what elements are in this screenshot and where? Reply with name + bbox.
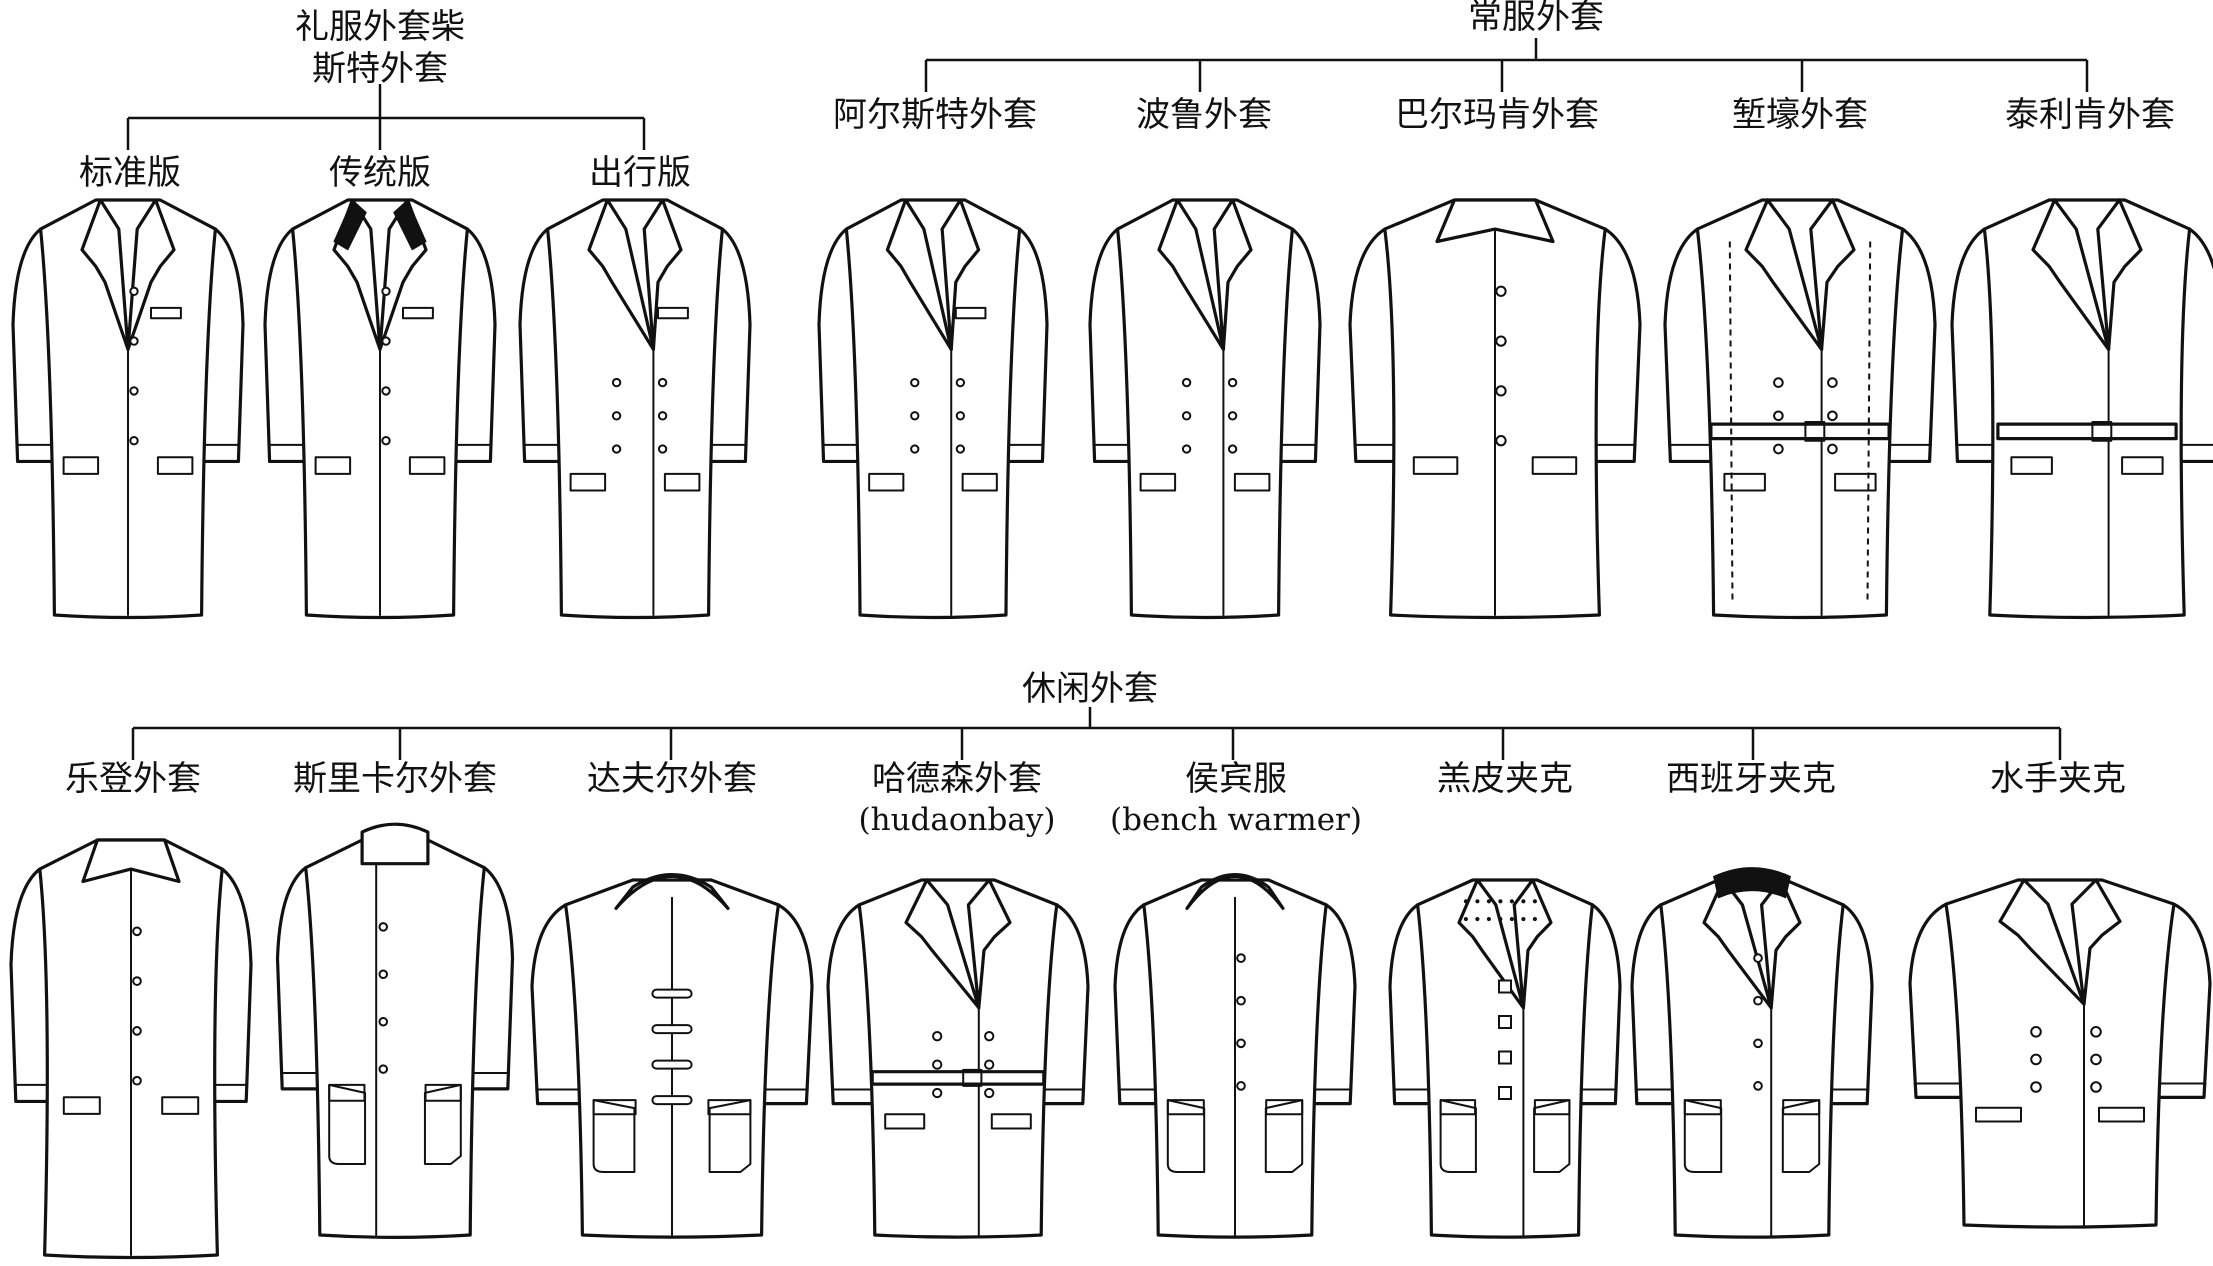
label-trench: 堑壕外套 bbox=[1732, 95, 1868, 135]
formal-group-title-line1: 礼服外套柴 bbox=[295, 7, 465, 47]
regular-connector bbox=[924, 38, 2089, 92]
label-hudson-sub: (hudaonbay) bbox=[859, 802, 1056, 838]
coat-illustrations bbox=[9, 198, 2213, 1260]
coat-polo-drawing bbox=[1088, 198, 1322, 620]
label-traditional: 传统版 bbox=[329, 153, 431, 193]
coat-loden-drawing bbox=[9, 838, 253, 1260]
coat-double-drawing bbox=[518, 198, 752, 620]
coat-duffle-drawing bbox=[530, 873, 814, 1239]
label-duffle: 达夫尔外套 bbox=[587, 759, 757, 799]
label-loden: 乐登外套 bbox=[65, 759, 201, 799]
label-ulster: 阿尔斯特外套 bbox=[833, 95, 1037, 135]
label-bench-warmer: 侯宾服 bbox=[1185, 759, 1287, 799]
label-travel: 出行版 bbox=[589, 153, 691, 193]
regular-group-title: 常服外套 bbox=[1468, 0, 1604, 37]
coat-single-drawing bbox=[11, 198, 245, 620]
label-hudson: 哈德森外套 bbox=[872, 759, 1042, 799]
coat-lambskin-drawing bbox=[1388, 878, 1622, 1239]
label-polo: 波鲁外套 bbox=[1136, 95, 1272, 135]
label-peacoat: 水手夹克 bbox=[1990, 759, 2126, 799]
coat-trench-drawing bbox=[1663, 198, 1937, 620]
coat-spanish-drawing bbox=[1630, 867, 1874, 1239]
formal-connector bbox=[126, 84, 646, 150]
label-stand-collar: 斯里卡尔外套 bbox=[293, 759, 497, 799]
label-standard: 标准版 bbox=[79, 153, 181, 193]
label-balmacaan: 巴尔玛肯外套 bbox=[1395, 95, 1599, 135]
coat-stand-drawing bbox=[275, 822, 515, 1239]
coat-velvet-drawing bbox=[263, 198, 497, 620]
coat-tielocken-drawing bbox=[1950, 198, 2213, 620]
label-lambskin: 羔皮夹克 bbox=[1437, 759, 1573, 799]
casual-connector bbox=[131, 707, 2062, 760]
label-tielocken: 泰利肯外套 bbox=[2005, 95, 2175, 135]
casual-group-title: 休闲外套 bbox=[1022, 669, 1158, 709]
coat-ulster-drawing bbox=[817, 198, 1049, 620]
coat-balmacaan-drawing bbox=[1348, 198, 1642, 620]
label-bench-warmer-sub: (bench warmer) bbox=[1110, 802, 1362, 838]
coat-bench-drawing bbox=[1113, 873, 1357, 1239]
label-spanish: 西班牙夹克 bbox=[1666, 759, 1836, 799]
formal-group-title-line2: 斯特外套 bbox=[312, 49, 448, 89]
tree-connectors bbox=[126, 38, 2089, 760]
coat-hudson-drawing bbox=[826, 878, 1090, 1239]
coat-peacoat-drawing bbox=[1908, 878, 2212, 1229]
